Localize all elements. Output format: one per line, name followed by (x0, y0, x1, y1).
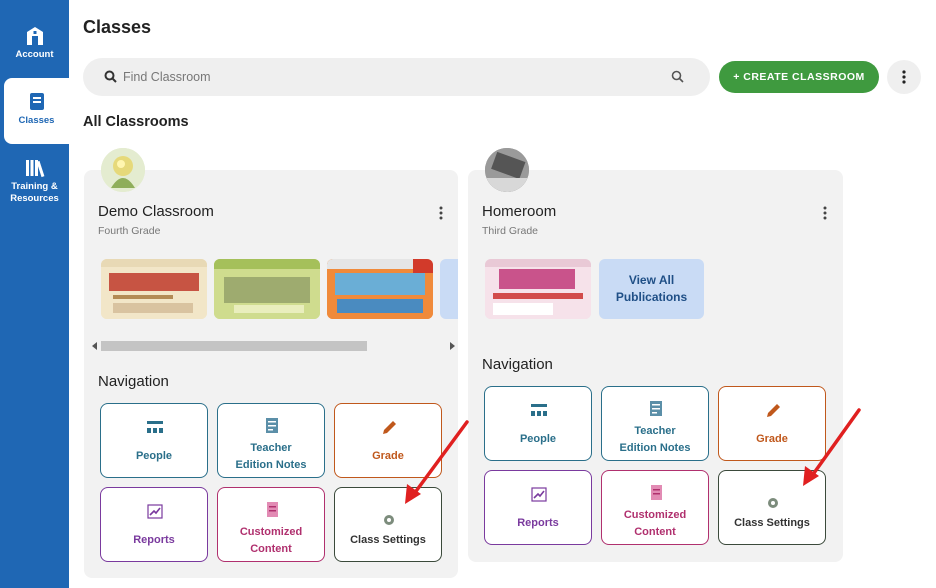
classroom-grade: Fourth Grade (98, 225, 161, 237)
publication-cover-image (485, 259, 591, 319)
tile-label: Grade (372, 450, 404, 462)
sidebar-item-label: Resources (10, 193, 59, 204)
tile-label-line: Teacher (634, 425, 676, 437)
search-bar[interactable] (83, 58, 710, 96)
scroll-right-icon[interactable] (448, 342, 456, 350)
page-title: Classes (83, 17, 152, 37)
navigation-title: Navigation (98, 373, 169, 390)
sidebar-item-classes[interactable]: Classes (4, 78, 69, 144)
sidebar-item-label: Training & (11, 181, 58, 192)
publication-thumbnail-partial[interactable] (440, 259, 458, 319)
more-vertical-icon (902, 70, 906, 84)
avatar (485, 148, 529, 192)
create-classroom-button[interactable]: + CREATE CLASSROOM (719, 61, 879, 93)
flower-image (101, 148, 145, 192)
tile-label-line: Edition Notes (619, 442, 691, 454)
pencil-icon (383, 421, 396, 434)
grade-tile[interactable]: Grade (334, 403, 442, 478)
scrollbar-thumb[interactable] (101, 341, 367, 351)
publication-thumbnail[interactable] (485, 259, 591, 319)
reports-tile[interactable]: Reports (484, 470, 592, 545)
scroll-left-icon[interactable] (91, 342, 99, 350)
sidebar: Account Classes Training & Resources (0, 0, 69, 588)
tile-label: Class Settings (350, 534, 426, 546)
tile-label: Teacher Edition Notes (606, 423, 704, 457)
customized-content-tile[interactable]: Customized Content (217, 487, 325, 562)
laptop-image (485, 148, 529, 192)
school-icon (26, 27, 43, 45)
teacher-edition-notes-tile[interactable]: Teacher Edition Notes (217, 403, 325, 478)
publication-thumbnail[interactable] (101, 259, 207, 319)
notes-icon (266, 418, 278, 433)
publication-cover-image (214, 259, 320, 319)
publication-cover-image (327, 259, 433, 319)
classroom-card: Demo Classroom Fourth Grade (84, 148, 458, 578)
classroom-grade: Third Grade (482, 225, 539, 237)
main: Classes + CREATE CLASSROOM All Classroom… (69, 0, 936, 588)
tile-label-line: Customized (623, 509, 687, 521)
tile-label: People (519, 433, 557, 445)
annotation-arrow-icon (803, 408, 861, 486)
reports-tile[interactable]: Reports (100, 487, 208, 562)
tile-label: Customized Content (606, 507, 704, 541)
gear-icon (384, 515, 394, 525)
class-settings-tile[interactable]: Class Settings (334, 487, 442, 562)
publication-cover-image (101, 259, 207, 319)
chart-line-icon (531, 487, 547, 502)
library-icon (25, 160, 44, 178)
chart-line-icon (147, 504, 163, 519)
people-tile[interactable]: People (484, 386, 592, 461)
teacher-edition-notes-tile[interactable]: Teacher Edition Notes (601, 386, 709, 461)
notes-icon (650, 401, 662, 416)
view-all-label: Publications (615, 290, 688, 304)
more-vertical-icon[interactable] (823, 206, 827, 220)
people-icon (531, 404, 547, 416)
sidebar-item-label: Classes (18, 115, 55, 126)
book-icon (29, 93, 44, 110)
tile-label-line: Content (634, 526, 676, 538)
tile-label-line: Customized (239, 526, 303, 538)
people-icon (147, 421, 163, 433)
grade-tile[interactable]: Grade (718, 386, 826, 461)
horizontal-scrollbar[interactable] (89, 339, 458, 353)
publication-thumbnail[interactable] (327, 259, 433, 319)
sidebar-item-label: Account (15, 49, 54, 60)
document-icon (651, 485, 662, 500)
pencil-icon (767, 404, 780, 417)
gear-icon (768, 498, 778, 508)
tile-label: Reports (133, 534, 175, 546)
navigation-title: Navigation (482, 356, 553, 373)
classroom-name[interactable]: Homeroom (482, 203, 557, 220)
tile-label: Grade (756, 433, 788, 445)
section-title: All Classrooms (83, 114, 189, 130)
sidebar-item-account[interactable]: Account (0, 26, 69, 61)
search-icon[interactable] (671, 70, 684, 83)
tile-label-line: Teacher (250, 442, 292, 454)
tile-label: People (135, 450, 173, 462)
tile-label-line: Content (250, 543, 292, 555)
view-all-label: View All (628, 273, 675, 287)
tile-label-line: Edition Notes (235, 459, 307, 471)
document-icon (267, 502, 278, 517)
tile-label: Teacher Edition Notes (222, 440, 320, 474)
more-vertical-icon[interactable] (439, 206, 443, 220)
search-icon (104, 70, 117, 83)
tile-label: Customized Content (222, 524, 320, 558)
search-input[interactable] (123, 67, 663, 87)
tile-label: Class Settings (734, 517, 810, 529)
more-options-button[interactable] (887, 60, 921, 94)
customized-content-tile[interactable]: Customized Content (601, 470, 709, 545)
people-tile[interactable]: People (100, 403, 208, 478)
tile-label: Reports (517, 517, 559, 529)
annotation-arrow-icon (405, 420, 469, 504)
classroom-name[interactable]: Demo Classroom (98, 203, 214, 220)
sidebar-item-training[interactable]: Training & Resources (0, 158, 69, 205)
avatar (101, 148, 145, 192)
publication-thumbnail[interactable] (214, 259, 320, 319)
